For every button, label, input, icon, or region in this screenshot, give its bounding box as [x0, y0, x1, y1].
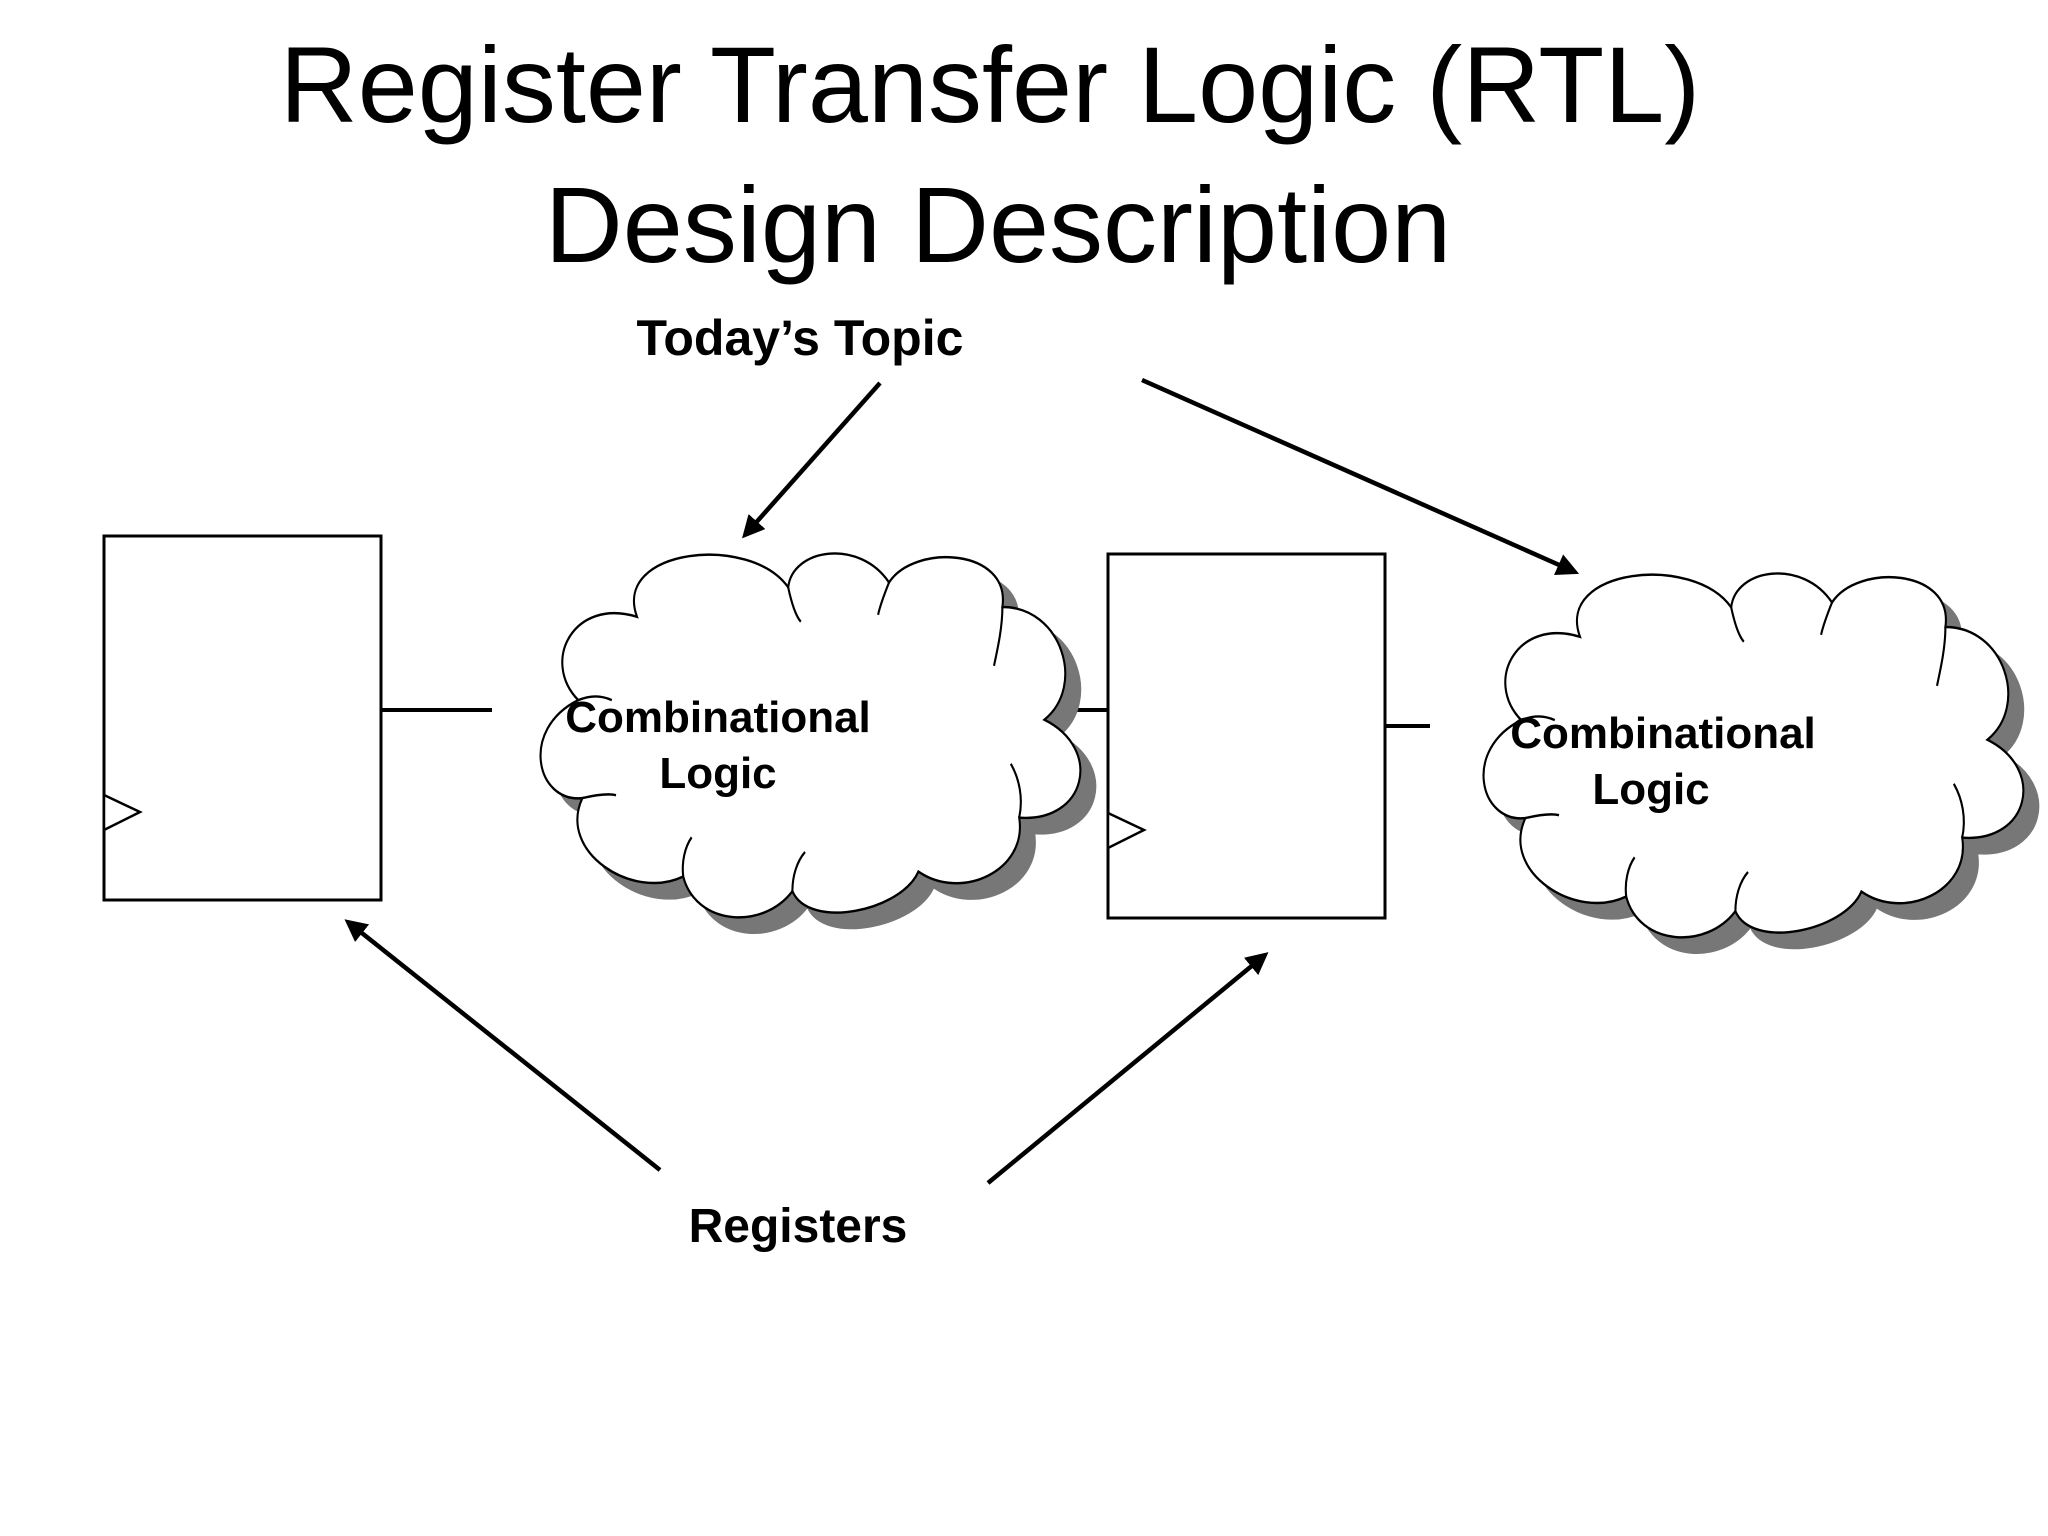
register-box-icon [102, 534, 383, 902]
clock-triangle-icon [1106, 811, 1147, 851]
registers-arrow-to-right-register [986, 952, 1269, 1185]
cloud-crease [1624, 856, 1636, 897]
register-right [1106, 552, 1387, 920]
clock-triangle-icon [102, 793, 143, 833]
topic-arrow-to-left-cloud [742, 381, 882, 539]
cloud-right-label-line-1: Combinational [1510, 709, 1816, 758]
cloud-crease [577, 695, 613, 702]
combinational-logic-cloud-right [1482, 572, 2040, 954]
cloud-crease [1520, 715, 1556, 722]
cloud-crease [1734, 871, 1749, 912]
cloud-crease [1730, 607, 1745, 643]
cloud-crease [992, 606, 1004, 667]
cloud-crease [787, 587, 802, 623]
registers-label: Registers [689, 1200, 908, 1253]
combinational-logic-cloud-left [539, 552, 1097, 934]
cloud-crease [582, 793, 617, 800]
topic-arrow-to-right-cloud [1141, 377, 1580, 575]
slide-title-line-2: Design Description [545, 164, 1451, 285]
register-box-icon [1106, 552, 1387, 920]
cloud-crease [791, 851, 806, 892]
cloud-left-label-line-2: Logic [659, 749, 776, 798]
register-left [102, 534, 383, 902]
cloud-right-label-line-2: Logic [1592, 765, 1709, 814]
cloud-left-label-line-1: Combinational [565, 693, 871, 742]
cloud-crease [1525, 813, 1560, 820]
cloud-crease [877, 581, 890, 616]
todays-topic-label: Today’s Topic [637, 310, 964, 366]
cloud-crease [1952, 783, 1965, 838]
registers-arrow-to-left-register [344, 919, 662, 1172]
cloud-crease [1935, 626, 1947, 687]
cloud-crease [1820, 601, 1833, 636]
cloud-crease [681, 836, 693, 877]
cloud-crease [1009, 763, 1022, 818]
slide-title-line-1: Register Transfer Logic (RTL) [280, 24, 1701, 145]
